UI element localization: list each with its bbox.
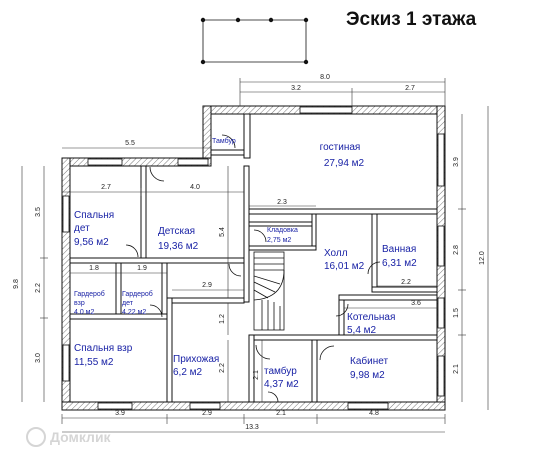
nursery-area: 19,36 м2 — [158, 241, 199, 252]
dim-top-total: 8.0 — [320, 74, 330, 81]
dim-nursery-width: 4.0 — [190, 184, 200, 191]
dim-bottom-a: 3.9 — [115, 410, 125, 417]
interior-walls — [69, 113, 438, 403]
vestibule-top-name: Тамбур — [212, 137, 236, 145]
dim-bottom-d: 4.8 — [369, 410, 379, 417]
bathroom-name: Ванная — [382, 244, 416, 255]
hall-name: Холл — [324, 248, 348, 259]
dim-mid-a: 1.2 — [219, 314, 226, 324]
dim-bottom-b: 2.9 — [202, 410, 212, 417]
kid-bedroom-name-1: Спальня — [74, 210, 114, 221]
dim-right-d: 2.1 — [453, 364, 460, 374]
kid-bedroom-area: 9,56 м2 — [74, 237, 109, 248]
dim-bottom-total: 13.3 — [245, 424, 259, 431]
plan-title: Эскиз 1 этажа — [346, 9, 477, 30]
dim-right-total: 12.0 — [479, 251, 486, 265]
wardrobe1-area: 4.0 м2 — [74, 309, 94, 316]
living-room-area: 27,94 м2 — [324, 158, 365, 169]
dim-corridor-width: 2.9 — [202, 282, 212, 289]
kid-bedroom-name-2: дет — [74, 223, 90, 234]
entry-name: Прихожая — [173, 354, 219, 365]
dim-top-a: 3.2 — [291, 85, 301, 92]
dim-nursery-height: 5.4 — [219, 227, 226, 237]
pantry-area: 2,75 м2 — [267, 237, 291, 244]
staircase — [253, 251, 285, 331]
nursery-name: Детская — [158, 226, 195, 237]
boiler-name: Котельная — [347, 312, 395, 323]
dim-right-a: 3.9 — [453, 157, 460, 167]
dim-boiler-width: 3.6 — [411, 300, 421, 307]
windows — [62, 106, 445, 410]
watermark-text: Домклик — [50, 429, 112, 445]
dim-left-top: 5.5 — [125, 140, 135, 147]
vestibule-bottom-area: 4,37 м2 — [264, 379, 299, 390]
dim-wardrobe1-width: 1.8 — [89, 265, 99, 272]
dim-hall-top: 2.3 — [277, 199, 287, 206]
wardrobe2-area: 4.22 м2 — [122, 309, 146, 316]
dim-right-b: 2.8 — [453, 245, 460, 255]
dim-left-c: 3.0 — [35, 353, 42, 363]
dim-right-c: 1.5 — [453, 308, 460, 318]
dim-left-total: 9.8 — [13, 279, 20, 289]
adult-bedroom-area: 11,55 м2 — [74, 357, 114, 368]
pantry-name: Кладовка — [267, 227, 298, 234]
porch-canopy — [200, 17, 309, 65]
entry-area: 6,2 м2 — [173, 367, 203, 378]
wardrobe1-name-1: Гардероб — [74, 290, 105, 298]
office-name: Кабинет — [350, 355, 388, 367]
dim-bath-width: 2.2 — [401, 279, 411, 286]
wardrobe1-name-2: взр — [74, 300, 85, 307]
dim-kid-width: 2.7 — [101, 184, 111, 191]
dim-bottom-c: 2.1 — [276, 410, 286, 417]
dim-top-b: 2.7 — [405, 85, 415, 92]
dim-mid-b: 2.2 — [219, 363, 226, 373]
dim-wardrobe2-width: 1.9 — [137, 265, 147, 272]
boiler-area: 5,4 м2 — [347, 325, 377, 336]
bathroom-area: 6,31 м2 — [382, 258, 417, 269]
dim-mid-c: 2.1 — [253, 370, 260, 380]
wardrobe2-name-2: дет — [122, 300, 134, 307]
living-room-name: гостиная — [320, 142, 361, 153]
vestibule-bottom-name: тамбур — [264, 365, 297, 377]
dim-left-a: 3.5 — [35, 207, 42, 217]
wardrobe2-name-1: Гардероб — [122, 290, 153, 298]
doors — [125, 134, 381, 403]
dimension-lines — [21, 78, 489, 433]
office-area: 9,98 м2 — [350, 370, 385, 381]
adult-bedroom-name: Спальня взр — [74, 343, 133, 354]
hall-area: 16,01 м2 — [324, 261, 365, 272]
domclick-watermark: Домклик — [26, 427, 112, 447]
dim-left-b: 2.2 — [35, 283, 42, 293]
